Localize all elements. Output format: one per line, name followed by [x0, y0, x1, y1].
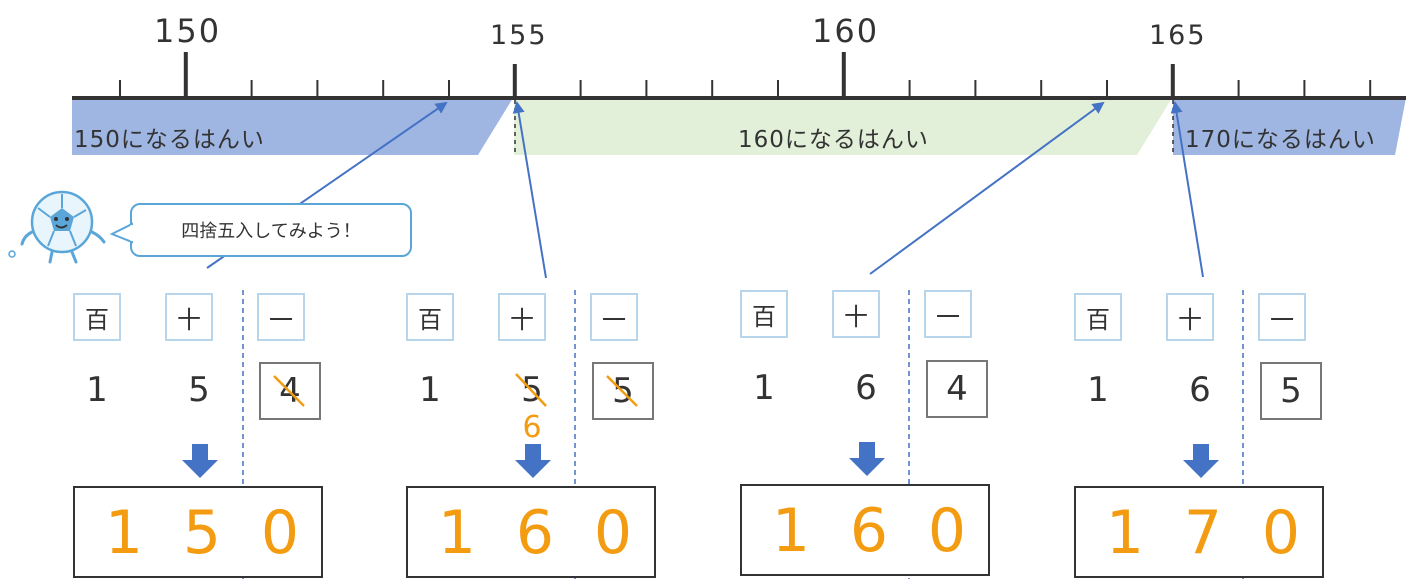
pointer-arrow-155 [512, 101, 547, 279]
down-arrow-3 [849, 442, 885, 476]
result-box-4: 1 7 0 [1074, 486, 1324, 578]
digit-ones-4: 5 [1260, 362, 1322, 420]
carry-digit-2: 6 [522, 410, 542, 445]
header-hundreds-3: 百 [740, 290, 788, 338]
down-arrow-4 [1183, 444, 1219, 478]
range-band-150 [72, 98, 513, 155]
result-hundreds-2: 1 [437, 498, 477, 568]
header-ones-1: 一 [257, 293, 305, 341]
range-label-150: 150になるはんい [74, 127, 265, 153]
result-box-2: 1 6 0 [406, 486, 656, 578]
range-label-160: 160になるはんい [738, 127, 929, 153]
strike-tens-2 [515, 373, 547, 407]
result-ones-3: 0 [927, 496, 967, 566]
digit-hundreds-1: 1 [86, 370, 108, 410]
result-box-1: 1 5 0 [73, 486, 323, 578]
header-hundreds-4: 百 [1074, 293, 1122, 341]
result-ones-1: 0 [260, 498, 300, 568]
tick-label-160: 160 [812, 12, 880, 50]
result-box-3: 1 6 0 [740, 484, 990, 576]
pointer-arrow-164 [869, 101, 1105, 275]
range-band-160 [514, 98, 1172, 155]
result-tens-4: 7 [1183, 498, 1223, 568]
pointer-arrow-165 [1170, 101, 1204, 278]
header-ones-3: 一 [924, 290, 972, 338]
header-hundreds-2: 百 [406, 293, 454, 341]
result-hundreds-1: 1 [104, 498, 144, 568]
strike-ones-2 [606, 375, 638, 407]
speech-bubble: 四捨五入してみよう！ [130, 203, 412, 257]
tick-label-165: 165 [1149, 20, 1207, 51]
result-hundreds-3: 1 [771, 496, 811, 566]
down-arrow-1 [182, 444, 218, 478]
header-ones-4: 一 [1258, 293, 1306, 341]
soccer-ball-mascot-icon [8, 190, 106, 264]
digit-tens-3: 6 [855, 368, 877, 408]
digit-tens-4: 6 [1189, 370, 1211, 410]
digit-ones-4-value: 5 [1280, 371, 1302, 411]
speech-bubble-text: 四捨五入してみよう！ [181, 221, 361, 242]
digit-hundreds-3: 1 [753, 368, 775, 408]
tick-group [119, 52, 1372, 98]
digit-hundreds-4: 1 [1087, 370, 1109, 410]
result-tens-3: 6 [849, 496, 889, 566]
range-label-170: 170になるはんい [1185, 127, 1376, 153]
speech-bubble-tail [110, 222, 134, 244]
result-tens-1: 5 [182, 498, 222, 568]
result-tens-2: 6 [515, 498, 555, 568]
down-arrow-2 [515, 444, 551, 478]
digit-ones-3-value: 4 [946, 369, 968, 409]
header-tens-1: 十 [165, 293, 213, 341]
digit-ones-3: 4 [926, 360, 988, 418]
result-ones-2: 0 [593, 498, 633, 568]
result-hundreds-4: 1 [1105, 498, 1145, 568]
digit-tens-1: 5 [188, 370, 210, 410]
header-tens-4: 十 [1166, 293, 1214, 341]
header-hundreds-1: 百 [73, 293, 121, 341]
header-tens-3: 十 [832, 290, 880, 338]
tick-label-155: 155 [490, 20, 548, 51]
range-band-170 [1173, 98, 1406, 155]
result-ones-4: 0 [1261, 498, 1301, 568]
digit-hundreds-2: 1 [419, 370, 441, 410]
tick-label-150: 150 [154, 12, 222, 50]
header-tens-2: 十 [498, 293, 546, 341]
header-ones-2: 一 [590, 293, 638, 341]
strike-ones-1 [273, 375, 305, 407]
